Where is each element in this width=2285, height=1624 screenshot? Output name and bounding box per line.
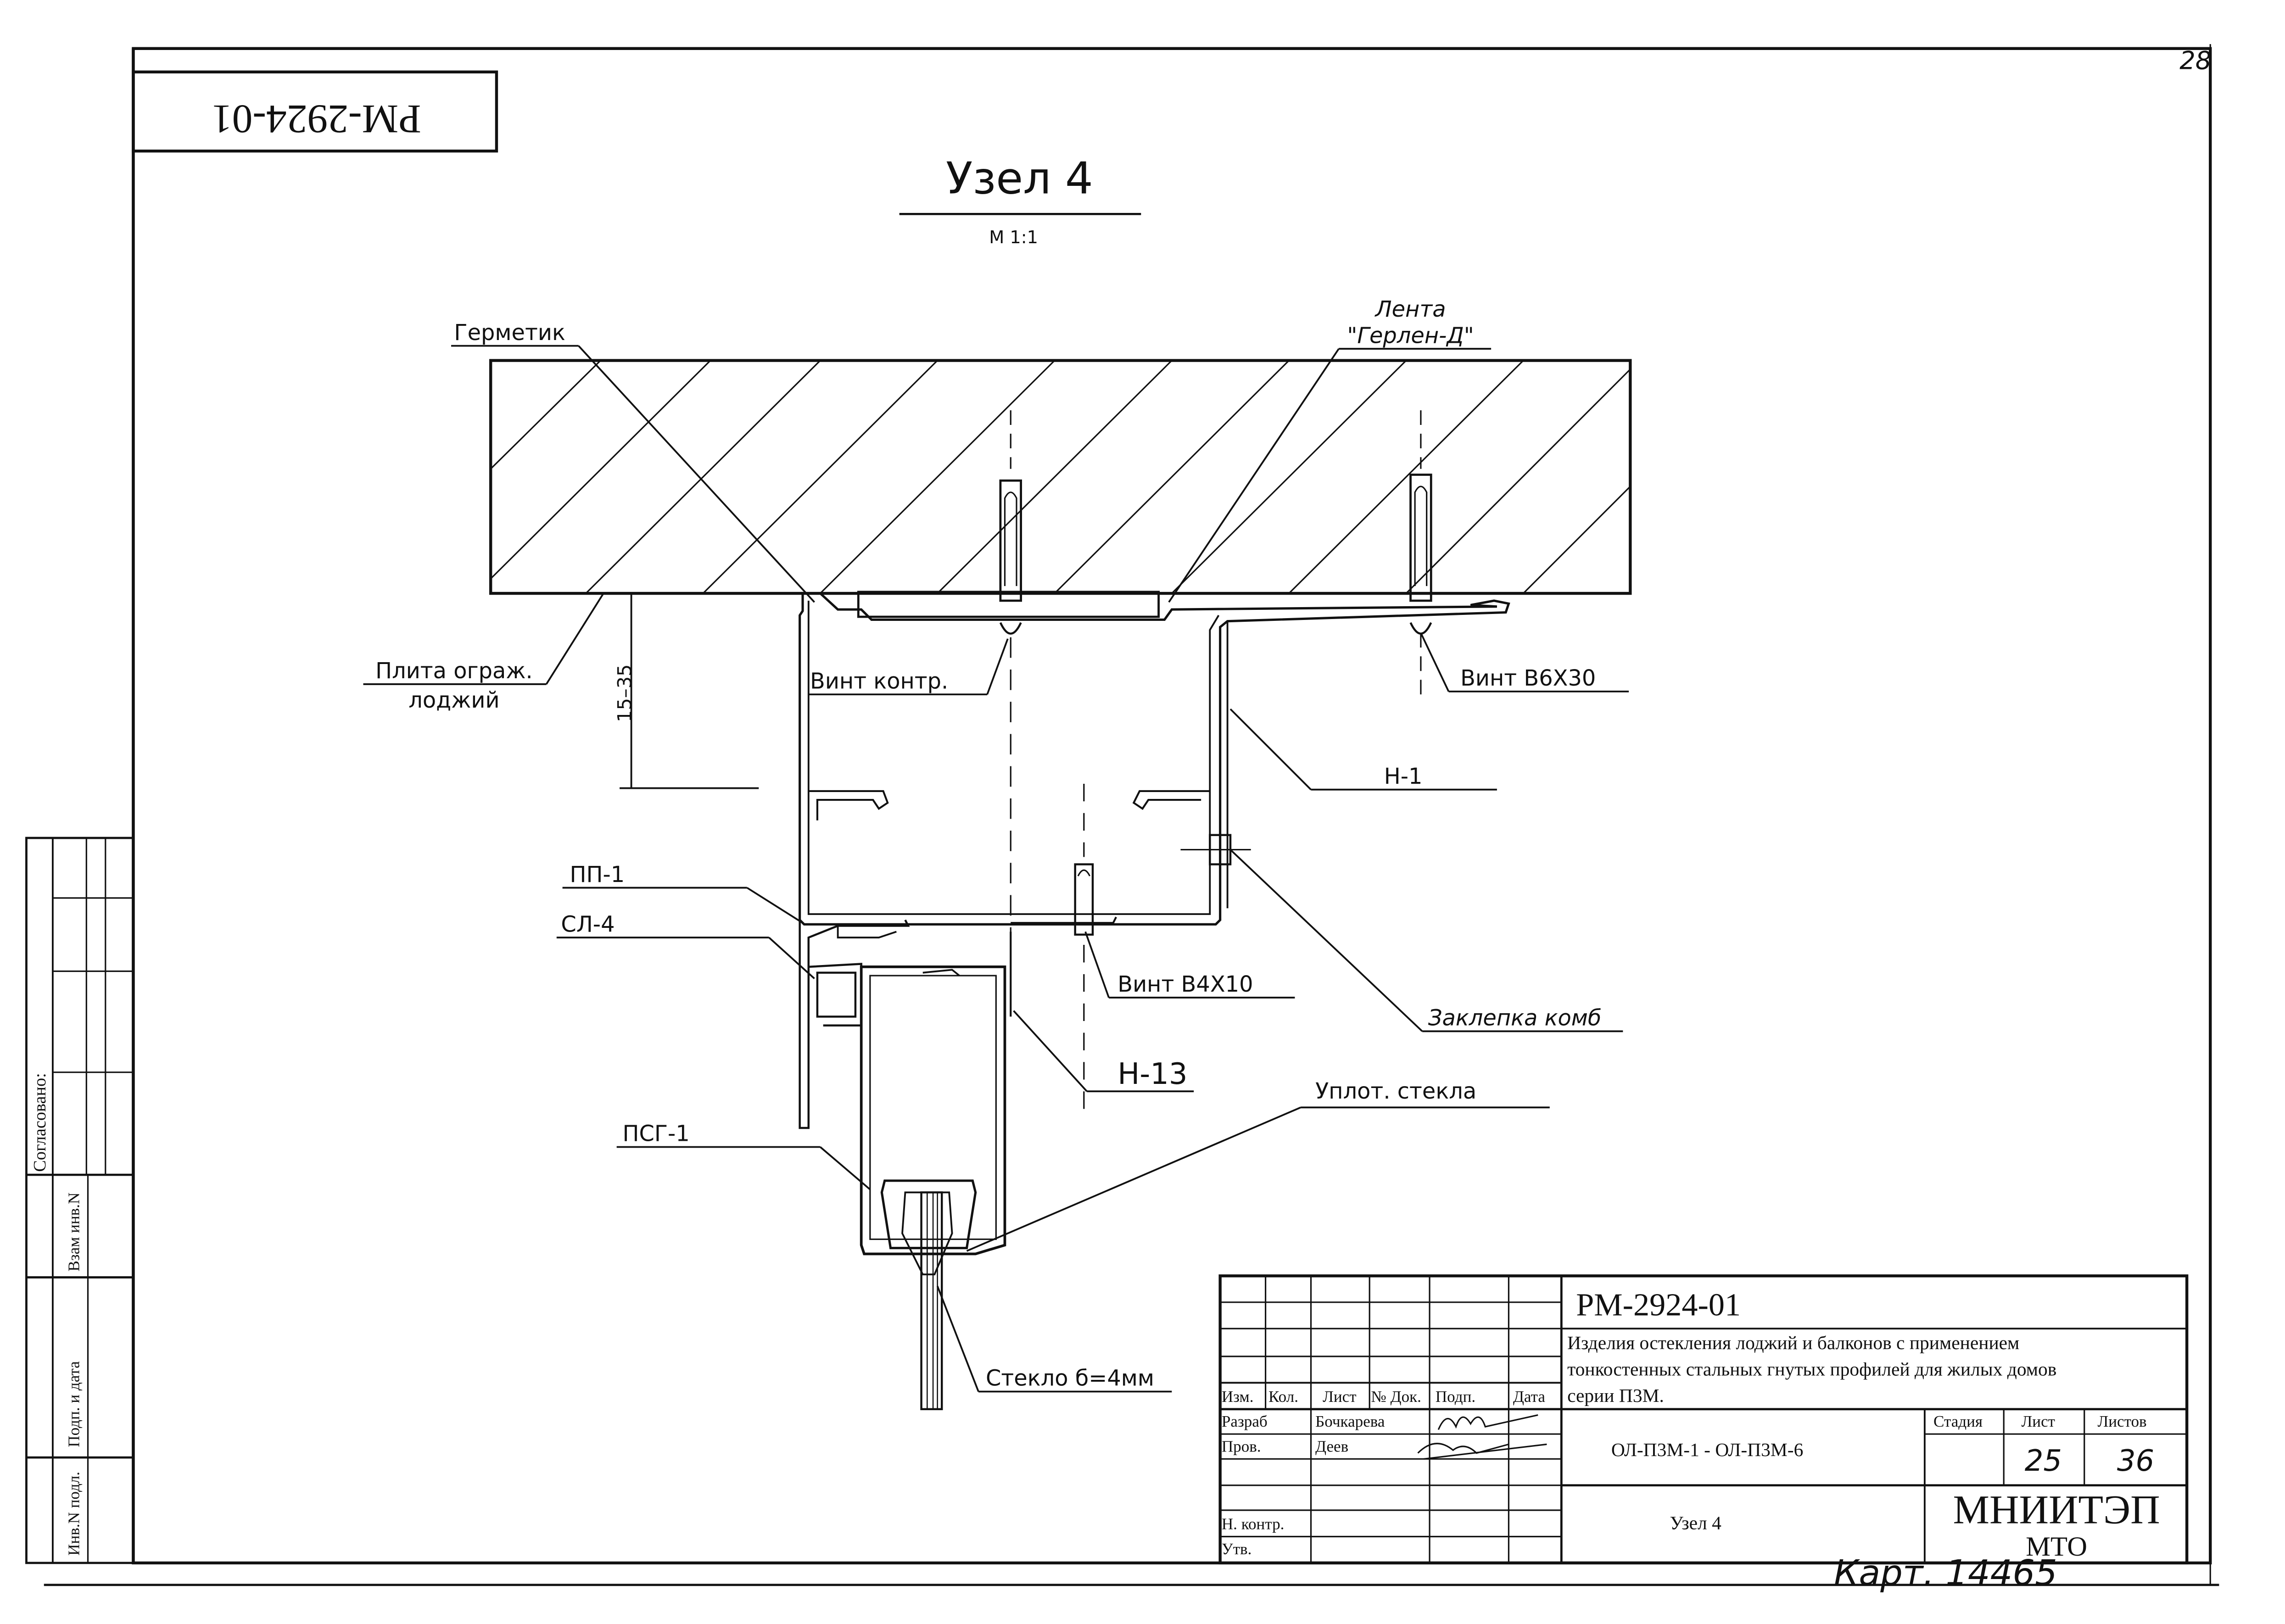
- signature-1: [1437, 1414, 1538, 1430]
- page-corner-number: 28: [2179, 46, 2211, 75]
- left-side-strip: Согласовано: Взам инв.N Подп. и дата Инв…: [25, 837, 134, 1564]
- rivet: [1180, 814, 1251, 879]
- tb-role-2: Н. контр.: [1222, 1515, 1285, 1533]
- label-steklo: Стекло б=4мм: [986, 1366, 1154, 1391]
- profile-sl4: [808, 963, 960, 1027]
- tb-node-name: Узел 4: [1670, 1512, 1722, 1534]
- sheet-frame: [44, 44, 2219, 1586]
- label-plita-2: лоджий: [408, 688, 499, 713]
- sealing-tape: [857, 591, 1160, 618]
- dimension-text: 15–35: [614, 664, 636, 722]
- label-n13: Н-13: [1117, 1057, 1187, 1091]
- tb-role-1: Пров.: [1222, 1437, 1261, 1455]
- label-psg1: ПСГ-1: [622, 1122, 689, 1147]
- label-lenta-2: "Герлен-Д": [1347, 323, 1474, 348]
- callout-labels: Герметик Лента "Герлен-Д" Плита огрaж. л…: [375, 297, 1601, 1391]
- tb-sheet-label: Лист: [2022, 1412, 2056, 1430]
- label-vint-b6: Винт В6Х30: [1460, 666, 1596, 691]
- label-vint-kontr: Винт контр.: [810, 669, 948, 694]
- profile-pp1: [799, 916, 1117, 1129]
- drawing-title: Узел 4 М 1:1: [899, 153, 1141, 248]
- tb-desc-1: Изделия остекления лоджий и балконов с п…: [1567, 1332, 2019, 1353]
- label-sl4: СЛ-4: [561, 912, 615, 937]
- label-vint-b4: Винт В4Х10: [1117, 972, 1253, 997]
- tb-head-data: Дата: [1513, 1388, 1545, 1406]
- archive-stamp: Карт. 14465: [1834, 1553, 2057, 1594]
- tb-sheets-value: 36: [2117, 1444, 2154, 1478]
- tb-head-izm: Изм.: [1222, 1388, 1254, 1406]
- tb-sheet-value: 25: [2025, 1444, 2062, 1478]
- inv-podl-label: Инв.N подл.: [65, 1472, 83, 1556]
- signature-2: [1417, 1443, 1547, 1460]
- tb-head-podp: Подп.: [1436, 1388, 1475, 1406]
- tb-head-ndok: № Док.: [1371, 1388, 1421, 1406]
- soglasovano-label: Согласовано:: [30, 1073, 50, 1172]
- glass-pane: [920, 1191, 943, 1411]
- doc-code-upside-down: РМ-2924-01: [212, 96, 421, 142]
- dimension-15-35: 15–35: [614, 593, 759, 789]
- title-uzel: Узел 4: [946, 153, 1093, 204]
- label-germetik: Герметик: [454, 320, 565, 346]
- label-plita-1: Плита огрaж.: [375, 659, 533, 684]
- tb-stage-label: Стадия: [1933, 1412, 1983, 1430]
- tb-head-kol: Кол.: [1268, 1388, 1298, 1406]
- label-lenta-1: Лента: [1374, 297, 1446, 322]
- profile-n1: [799, 592, 1510, 926]
- tb-desc-2: тонкостенных стальных гнутых профилей дл…: [1567, 1358, 2056, 1379]
- label-uplot: Уплот. стекла: [1315, 1079, 1476, 1104]
- tb-role-3: Утв.: [1222, 1540, 1252, 1558]
- vzam-inv-label: Взам инв.N: [65, 1193, 83, 1272]
- leader-lines: [363, 345, 1629, 1393]
- doc-code-box: РМ-2924-01: [132, 70, 498, 153]
- tb-desc-3: серии П3М.: [1567, 1385, 1664, 1406]
- title-block: РМ-2924-01 Изделия остекления лоджий и б…: [1218, 1274, 2189, 1565]
- screws: [999, 622, 1432, 1114]
- tb-code: РМ-2924-01: [1576, 1287, 1741, 1323]
- label-n1: Н-1: [1384, 764, 1423, 789]
- label-pp1: ПП-1: [570, 862, 625, 887]
- tb-org-1: МНИИТЭП: [1953, 1487, 2160, 1533]
- tb-org-2: МТО: [2026, 1531, 2087, 1562]
- tb-sheets-label: Листов: [2097, 1412, 2146, 1430]
- label-zaklepka: Заклепка комб: [1428, 1006, 1602, 1031]
- tb-designation: ОЛ-П3М-1 - ОЛ-П3М-6: [1611, 1439, 1804, 1460]
- tb-name-0: Бочкарева: [1315, 1412, 1385, 1430]
- tb-role-0: Разраб: [1222, 1412, 1268, 1430]
- podp-data-label: Подп. и дата: [65, 1361, 83, 1447]
- tb-head-list: Лист: [1323, 1388, 1357, 1406]
- slab: [489, 359, 1632, 595]
- tb-name-1: Деев: [1315, 1437, 1348, 1455]
- scale-label: М 1:1: [989, 227, 1038, 248]
- dowels: [999, 410, 1432, 703]
